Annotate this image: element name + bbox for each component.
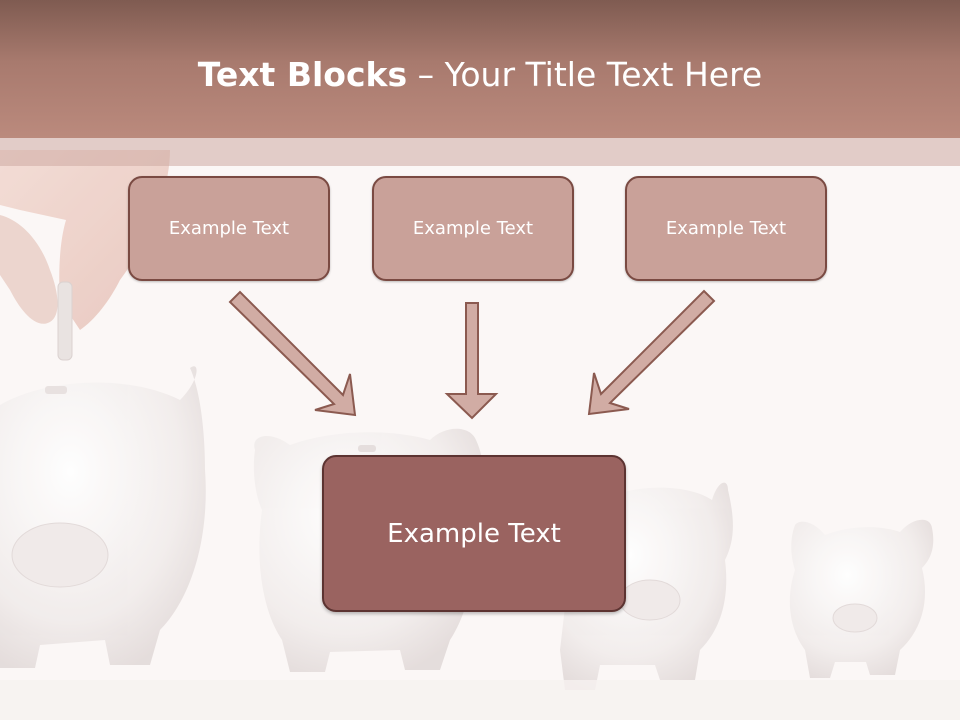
text-block-1[interactable]: Example Text xyxy=(128,176,330,281)
slide-title: Text Blocks – Your Title Text Here xyxy=(0,52,960,98)
piggy-bank-tiny xyxy=(789,519,934,678)
slide-title-rest: – Your Title Text Here xyxy=(407,55,763,94)
text-block-3-label: Example Text xyxy=(665,218,787,239)
slide-title-bold: Text Blocks xyxy=(197,55,408,94)
hand-image xyxy=(0,150,170,361)
text-block-2-label: Example Text xyxy=(412,218,534,239)
piggy-bank-large xyxy=(0,366,206,668)
target-text-block[interactable]: Example Text xyxy=(322,455,626,612)
header-band xyxy=(0,138,960,166)
arrow-center-down xyxy=(444,302,499,420)
title-header-bar xyxy=(0,0,960,138)
text-block-1-label: Example Text xyxy=(168,218,290,239)
arrow-right-diagonal xyxy=(587,289,716,416)
text-block-2[interactable]: Example Text xyxy=(372,176,574,281)
text-block-3[interactable]: Example Text xyxy=(625,176,827,281)
arrow-left-diagonal xyxy=(228,290,357,417)
target-text-block-label: Example Text xyxy=(387,518,561,549)
